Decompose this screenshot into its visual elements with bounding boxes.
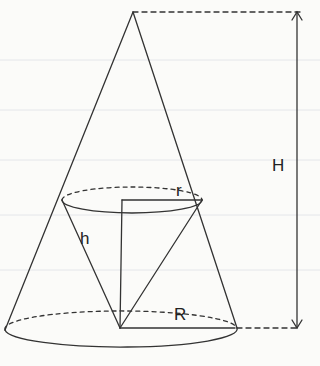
height-label: H: [272, 157, 284, 174]
radius-label: R: [174, 306, 186, 323]
height-label: h: [80, 230, 89, 247]
radius-label: r: [176, 182, 182, 199]
